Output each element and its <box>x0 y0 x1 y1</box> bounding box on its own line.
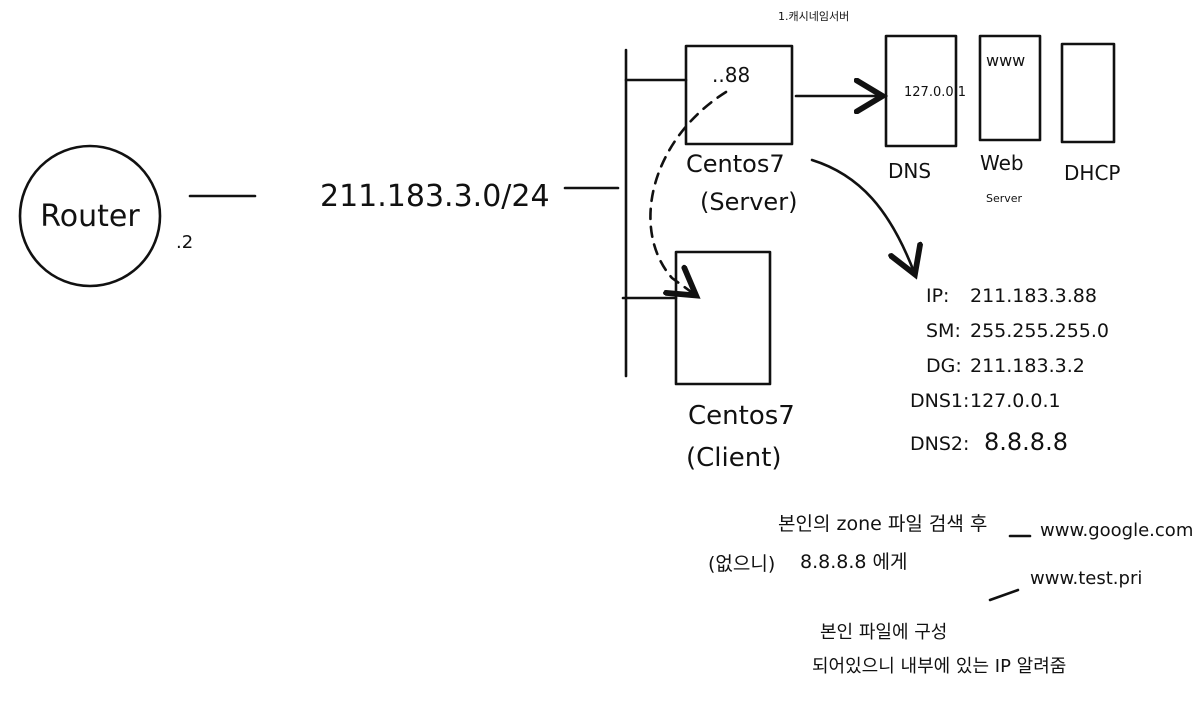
client-box <box>674 250 772 386</box>
note-line3-dash <box>988 588 1020 602</box>
dns-label: DNS <box>888 159 931 183</box>
config-key-dns1: DNS1: <box>910 390 969 412</box>
note-line2: 8.8.8.8 에게 <box>800 551 907 573</box>
server-to-config-arrow <box>810 158 914 272</box>
config-value-sm: 255.255.255.0 <box>970 320 1109 342</box>
router-label: Router <box>40 199 140 234</box>
network-label: 211.183.3.0/24 <box>320 179 550 214</box>
server-note-top: 1.캐시네임서버 <box>778 10 849 23</box>
config-value-dns2: 8.8.8.8 <box>984 428 1068 456</box>
config-key-ip: IP: <box>926 285 949 307</box>
dhcp-service-box <box>1060 42 1116 144</box>
config-value-dg: 211.183.3.2 <box>970 355 1085 377</box>
router-ip-suffix: .2 <box>176 232 193 253</box>
note-line1-target: www.google.com <box>1040 520 1193 541</box>
web-service-box <box>978 34 1042 142</box>
server-role: (Server) <box>700 188 797 216</box>
config-value-ip: 211.183.3.88 <box>970 285 1097 307</box>
note-line3-target: www.test.pri <box>1030 568 1142 589</box>
config-key-sm: SM: <box>926 320 961 342</box>
dhcp-label: DHCP <box>1064 161 1120 185</box>
note-line2-prefix: (없으니) <box>708 553 775 575</box>
config-value-dns1: 127.0.0.1 <box>970 390 1061 412</box>
note-line1: 본인의 zone 파일 검색 후 <box>778 513 987 535</box>
server-ip-suffix: ..88 <box>712 63 750 87</box>
server-box <box>684 44 794 146</box>
web-inner-text: www <box>986 51 1025 70</box>
server-name: Centos7 <box>686 150 785 178</box>
server-to-client-dashed-arrow <box>649 90 728 294</box>
web-label: Web <box>980 151 1024 175</box>
dns-inner-text: 127.0.0.1 <box>904 85 966 100</box>
router-node <box>18 144 162 288</box>
web-sublabel: Server <box>986 192 1023 205</box>
dns-service-box <box>884 34 958 148</box>
config-key-dns2: DNS2: <box>910 433 969 455</box>
client-role: (Client) <box>686 443 782 473</box>
note-line5: 되어있으니 내부에 있는 IP 알려줌 <box>812 656 1066 677</box>
note-line4: 본인 파일에 구성 <box>820 622 947 643</box>
client-name: Centos7 <box>688 401 795 431</box>
config-key-dg: DG: <box>926 355 962 377</box>
